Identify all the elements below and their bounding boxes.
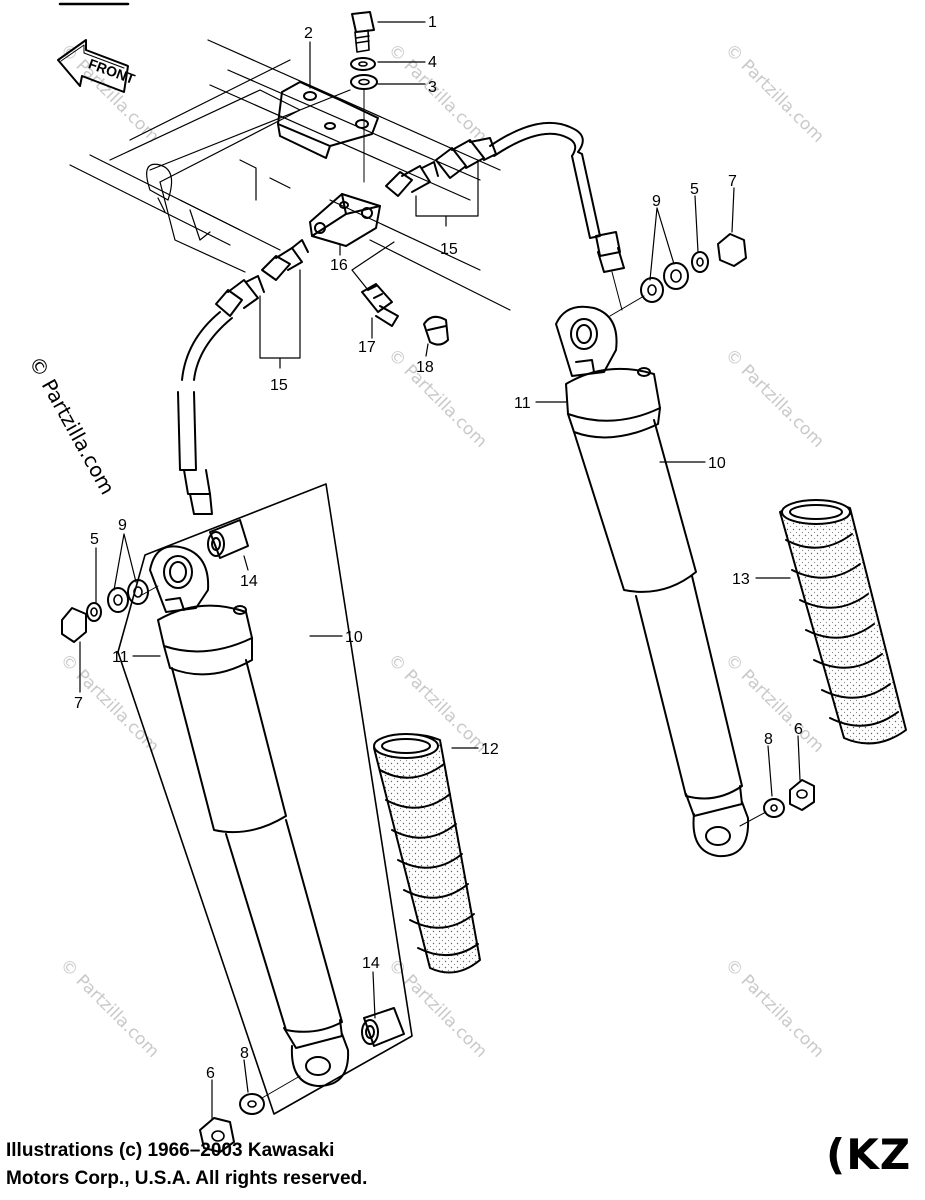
washer (763, 798, 785, 818)
hose-fitting (215, 239, 309, 317)
callout-3: 3 (428, 79, 437, 96)
washer (239, 1093, 265, 1115)
shock-absorber-left (149, 545, 350, 1087)
callout-17: 17 (358, 339, 376, 356)
nut (61, 607, 87, 643)
washer (350, 57, 376, 71)
dust-cap (423, 315, 449, 346)
callout-11: 11 (112, 649, 129, 666)
nut (199, 1117, 235, 1153)
nut (717, 233, 747, 267)
callout-14: 14 (362, 955, 380, 972)
callout-13: 13 (732, 571, 750, 588)
hose-fitting (385, 137, 497, 197)
nut (789, 779, 815, 811)
callout-5: 5 (690, 181, 699, 198)
bushing (207, 519, 249, 559)
callout-18: 18 (416, 359, 434, 376)
washer (127, 579, 149, 605)
callout-16: 16 (330, 257, 348, 274)
callout-14: 14 (240, 573, 258, 590)
assembly-box (117, 483, 413, 1115)
washer (640, 277, 664, 303)
shock-absorber-right (555, 305, 750, 858)
callout-10: 10 (708, 455, 726, 472)
callout-8: 8 (240, 1045, 249, 1062)
callout-2: 2 (304, 25, 313, 42)
bleed-valve (361, 283, 399, 327)
bushing (361, 1007, 405, 1047)
callout-15: 15 (440, 241, 458, 258)
junction-block (309, 193, 381, 247)
callout-1: 1 (428, 14, 437, 31)
bolt (351, 11, 375, 53)
callout-11: 11 (514, 395, 531, 412)
dust-cover-right (779, 499, 907, 745)
callout-7: 7 (74, 695, 83, 712)
callout-6: 6 (794, 721, 803, 738)
copyright-line-1: Illustrations (c) 1966–2003 Kawasaki (6, 1140, 335, 1161)
brake-hose (181, 311, 221, 381)
callout-12: 12 (481, 741, 499, 758)
callout-8: 8 (764, 731, 773, 748)
callout-15: 15 (270, 377, 288, 394)
callout-6: 6 (206, 1065, 215, 1082)
callout-4: 4 (428, 54, 437, 71)
model-label: (KZ (826, 1130, 912, 1179)
callout-9: 9 (118, 517, 127, 534)
callout-5: 5 (90, 531, 99, 548)
callout-9: 9 (652, 193, 661, 210)
brake-hose (489, 121, 584, 153)
callout-7: 7 (728, 173, 737, 190)
front-arrow (57, 39, 129, 93)
washer (350, 74, 378, 90)
copyright-line-2: Motors Corp., U.S.A. All rights reserved… (6, 1168, 368, 1189)
callout-10: 10 (345, 629, 363, 646)
dust-cover-left (373, 733, 481, 974)
bracket (277, 81, 379, 159)
